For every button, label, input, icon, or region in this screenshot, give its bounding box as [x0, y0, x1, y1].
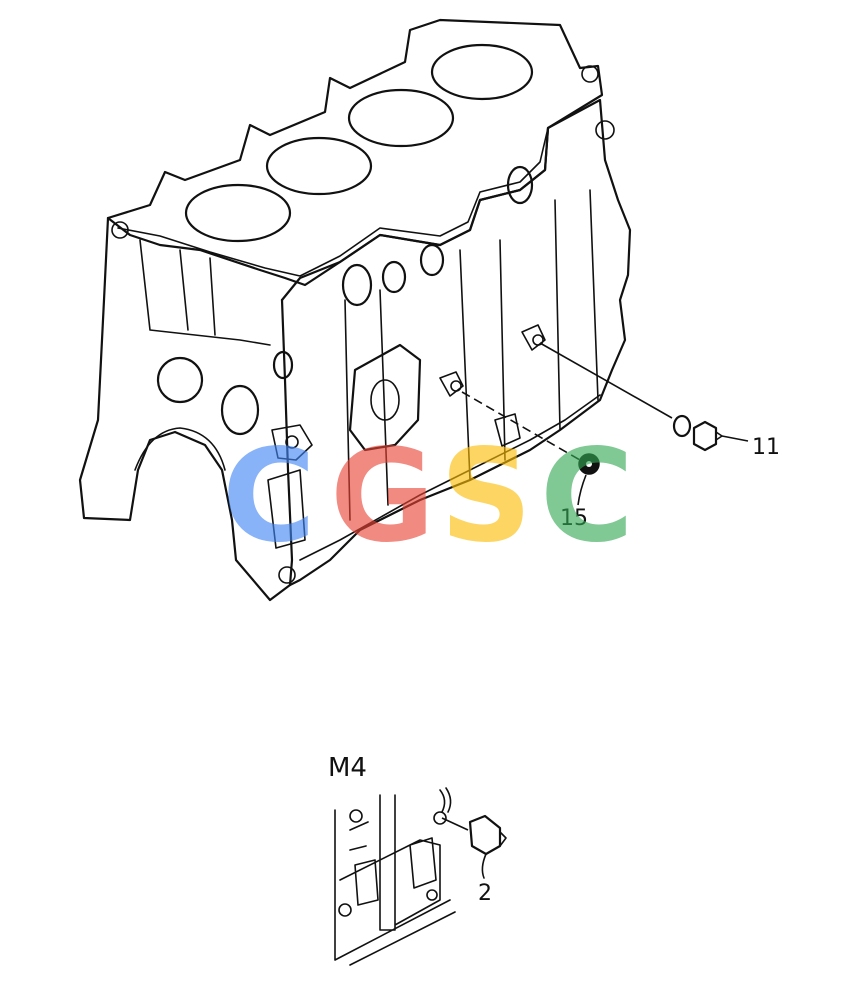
deck-bolt-hole [111, 221, 129, 239]
watermark-letter-c1: C [222, 422, 316, 571]
block-front-face [78, 216, 294, 602]
front-crank-bore [220, 384, 260, 436]
watermark-letter-s: S [440, 422, 532, 571]
inset-bolt [338, 903, 352, 917]
inset-bolt [426, 889, 438, 901]
cylinder-bore-2 [265, 136, 373, 196]
oil-filter-mount [348, 343, 422, 452]
front-face-rib [139, 239, 271, 346]
cylinder-bore-4 [430, 43, 534, 101]
engine-block [78, 18, 632, 602]
side-port [506, 165, 534, 205]
part-2-sensor [441, 814, 507, 879]
watermark-letter-g: G [330, 422, 435, 571]
block-deck-inner-edge [117, 127, 549, 277]
inset-threaded-stub [439, 787, 452, 813]
block-top-deck [106, 18, 604, 287]
front-crank-arch [134, 427, 226, 471]
cylinder-bore-1 [184, 183, 292, 243]
oil-filter-mount-port [370, 379, 400, 421]
side-rib [344, 189, 599, 521]
mount-bolt [285, 435, 299, 449]
callout-2: 2 [478, 881, 492, 906]
inset-frame [334, 794, 456, 966]
plug-11 [692, 420, 723, 452]
deck-bolt-hole [595, 120, 615, 140]
inset-bolt [349, 809, 363, 823]
inset-bolt [433, 811, 447, 825]
explode-line-15 [461, 391, 581, 461]
side-port [341, 263, 373, 307]
watermark-letter-c2: C [540, 422, 634, 571]
sensor-port-upper [532, 334, 544, 346]
callout-15: 15 [560, 506, 588, 531]
callout-11: 11 [752, 435, 780, 460]
sensor-boss-lower [494, 413, 521, 447]
sensor-boss-middle [439, 371, 464, 397]
exploded-parts [461, 342, 749, 506]
front-oil-bore [156, 356, 204, 404]
explode-line-11 [539, 342, 673, 419]
callout-leader-15 [577, 474, 587, 506]
mount-bracket [267, 424, 313, 549]
inset-m4: M4 2 [328, 753, 507, 966]
cgsc-watermark: C G S C [222, 422, 634, 571]
block-side-face [280, 98, 632, 587]
part-15-center [586, 461, 592, 467]
sensor-boss-upper [521, 324, 546, 351]
deck-bolt-hole [581, 65, 599, 83]
inset-label: M4 [328, 753, 367, 783]
sealing-washer [672, 414, 692, 438]
side-port [419, 243, 445, 277]
side-port [272, 350, 294, 380]
side-port [381, 260, 407, 294]
sensor-port-middle [450, 380, 462, 392]
cylinder-bore-3 [347, 88, 455, 148]
mount-bolt [278, 566, 296, 584]
callout-leader-11 [721, 435, 749, 442]
